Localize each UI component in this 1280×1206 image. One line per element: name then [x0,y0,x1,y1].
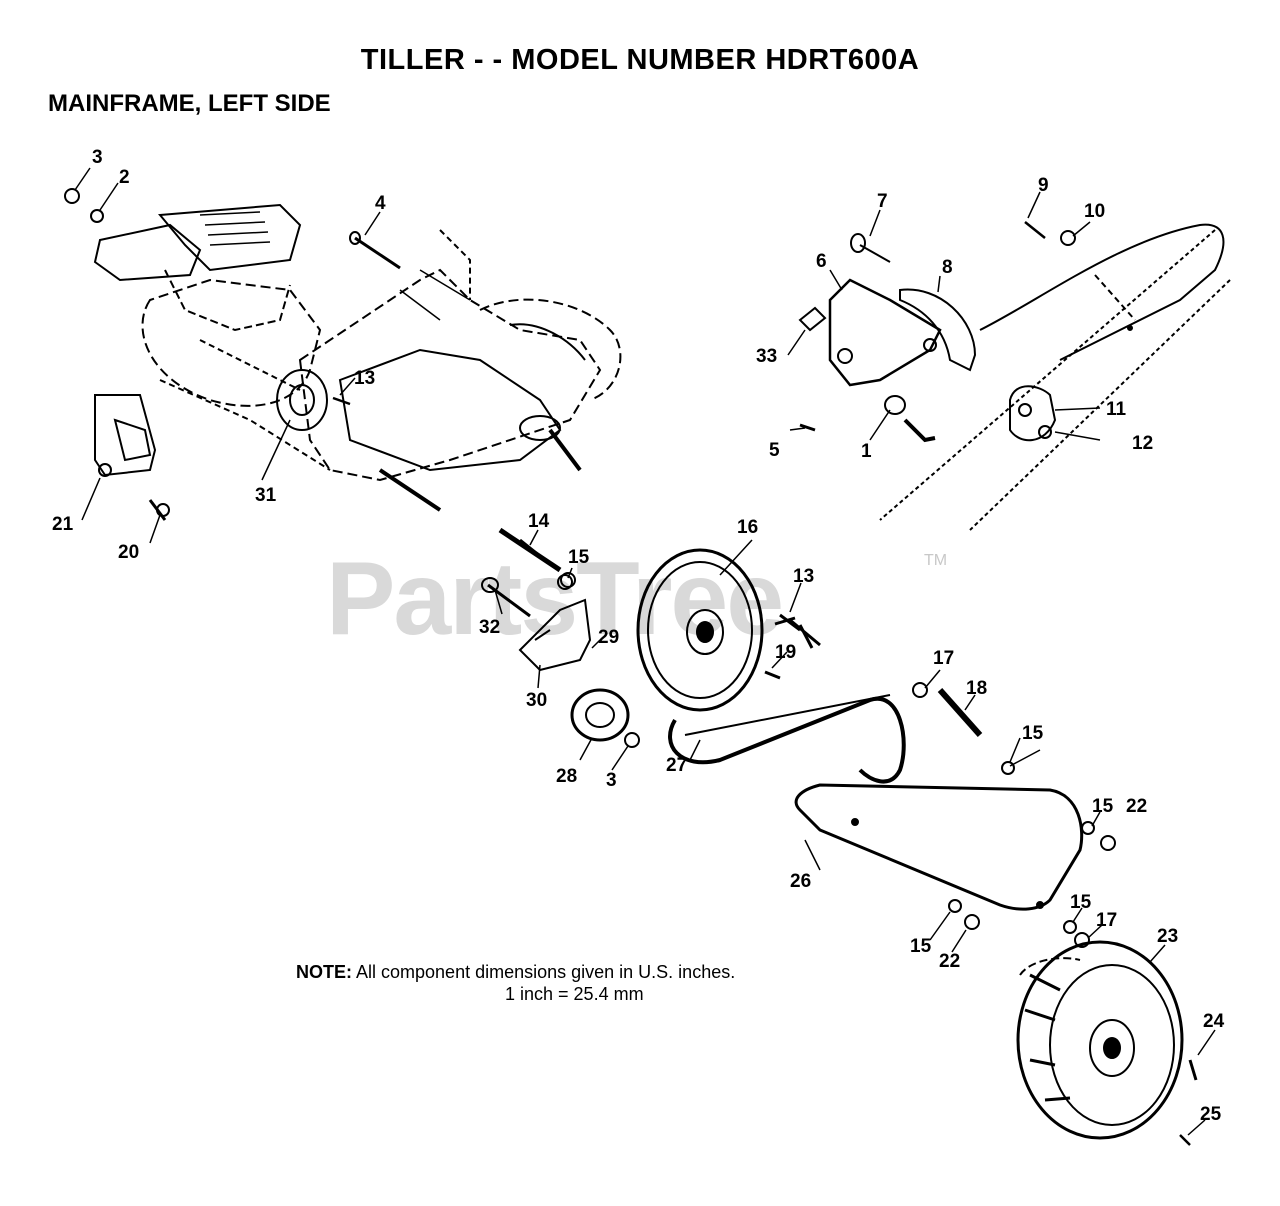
callout-15-d: 15 [1070,892,1092,913]
callout-leaders [74,167,1216,1136]
note-line-2: 1 inch = 25.4 mm [505,984,644,1004]
callout-23: 23 [1157,926,1179,947]
callout-33: 33 [756,346,778,367]
callout-14: 14 [528,511,550,532]
callout-9: 9 [1038,175,1049,196]
callout-12: 12 [1132,433,1154,454]
callout-10: 10 [1084,201,1106,222]
note-label: NOTE: [296,962,352,982]
section-subtitle: MAINFRAME, LEFT SIDE [48,90,331,117]
callout-29: 29 [598,627,620,648]
dimension-note: NOTE: All component dimensions given in … [296,960,735,984]
callout-21: 21 [52,514,74,535]
callout-8: 8 [942,257,953,278]
callout-1: 1 [861,441,872,462]
page-title: TILLER - - MODEL NUMBER HDRT600A [360,44,920,76]
shafts-drawing [378,468,983,737]
callout-5: 5 [769,440,780,461]
callout-31: 31 [255,485,277,506]
wheel-drawing [1016,940,1184,1140]
callout-16: 16 [737,517,759,538]
callout-15-a: 15 [568,547,590,568]
callout-11: 11 [1106,399,1127,420]
mainframe-drawing [159,229,622,482]
note-line-1: All component dimensions given in U.S. i… [356,962,736,982]
callout-3-lower: 3 [606,770,617,791]
tine-shield-drawing [879,223,1231,531]
callout-18: 18 [966,678,988,699]
callout-15-b: 15 [1022,723,1044,744]
v-belt-drawing [668,694,906,784]
callout-25: 25 [1200,1104,1222,1125]
callout-28: 28 [556,766,578,787]
large-pulley-drawing [636,548,764,712]
callout-22-a: 22 [1126,796,1148,817]
callout-27: 27 [666,755,688,776]
callout-3-upper: 3 [92,147,103,168]
callout-26: 26 [790,871,812,892]
idler-bracket-drawing [518,572,640,748]
callout-30: 30 [526,690,548,711]
callout-6: 6 [816,251,827,272]
callout-17-b: 17 [1096,910,1118,931]
callout-32: 32 [479,617,501,638]
callout-24: 24 [1203,1011,1225,1032]
callout-20: 20 [118,542,140,563]
depth-stake-drawing [798,233,1057,443]
watermark-tm: TM [924,552,948,569]
callout-2: 2 [119,167,130,188]
fasteners-drawing [64,188,1198,1146]
engine-drawing [93,203,322,407]
callout-17-a: 17 [933,648,955,669]
callout-15-e: 15 [910,936,932,957]
callout-22-b: 22 [939,951,961,972]
callout-15-c: 15 [1092,796,1114,817]
callout-4: 4 [375,193,386,214]
callout-19: 19 [775,642,797,663]
engine-pulley-drawing [276,369,328,431]
callout-13-upper: 13 [354,368,376,389]
callout-7: 7 [877,191,888,212]
bracket-drawing [94,394,170,521]
callout-13-lower: 13 [793,566,815,587]
belt-cover-drawing [794,783,1084,911]
